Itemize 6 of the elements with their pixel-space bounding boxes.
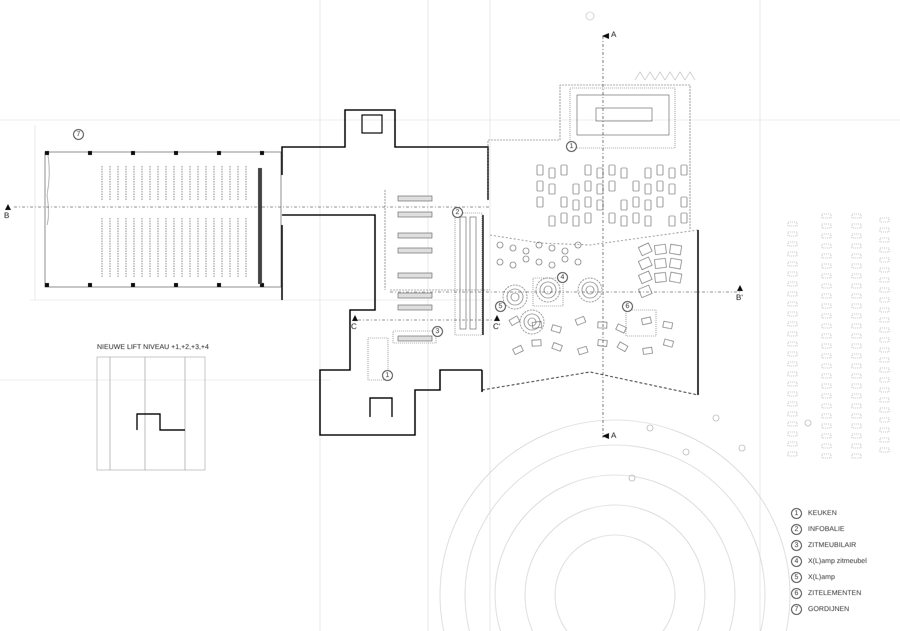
section-marker-label: B' bbox=[736, 293, 743, 302]
section-marker-label: A bbox=[611, 431, 616, 440]
section-marker-label: A bbox=[611, 30, 616, 39]
section-marker-label: B bbox=[4, 211, 10, 220]
section-marker-label: C' bbox=[493, 322, 500, 331]
section-marker-label: C bbox=[351, 322, 357, 331]
